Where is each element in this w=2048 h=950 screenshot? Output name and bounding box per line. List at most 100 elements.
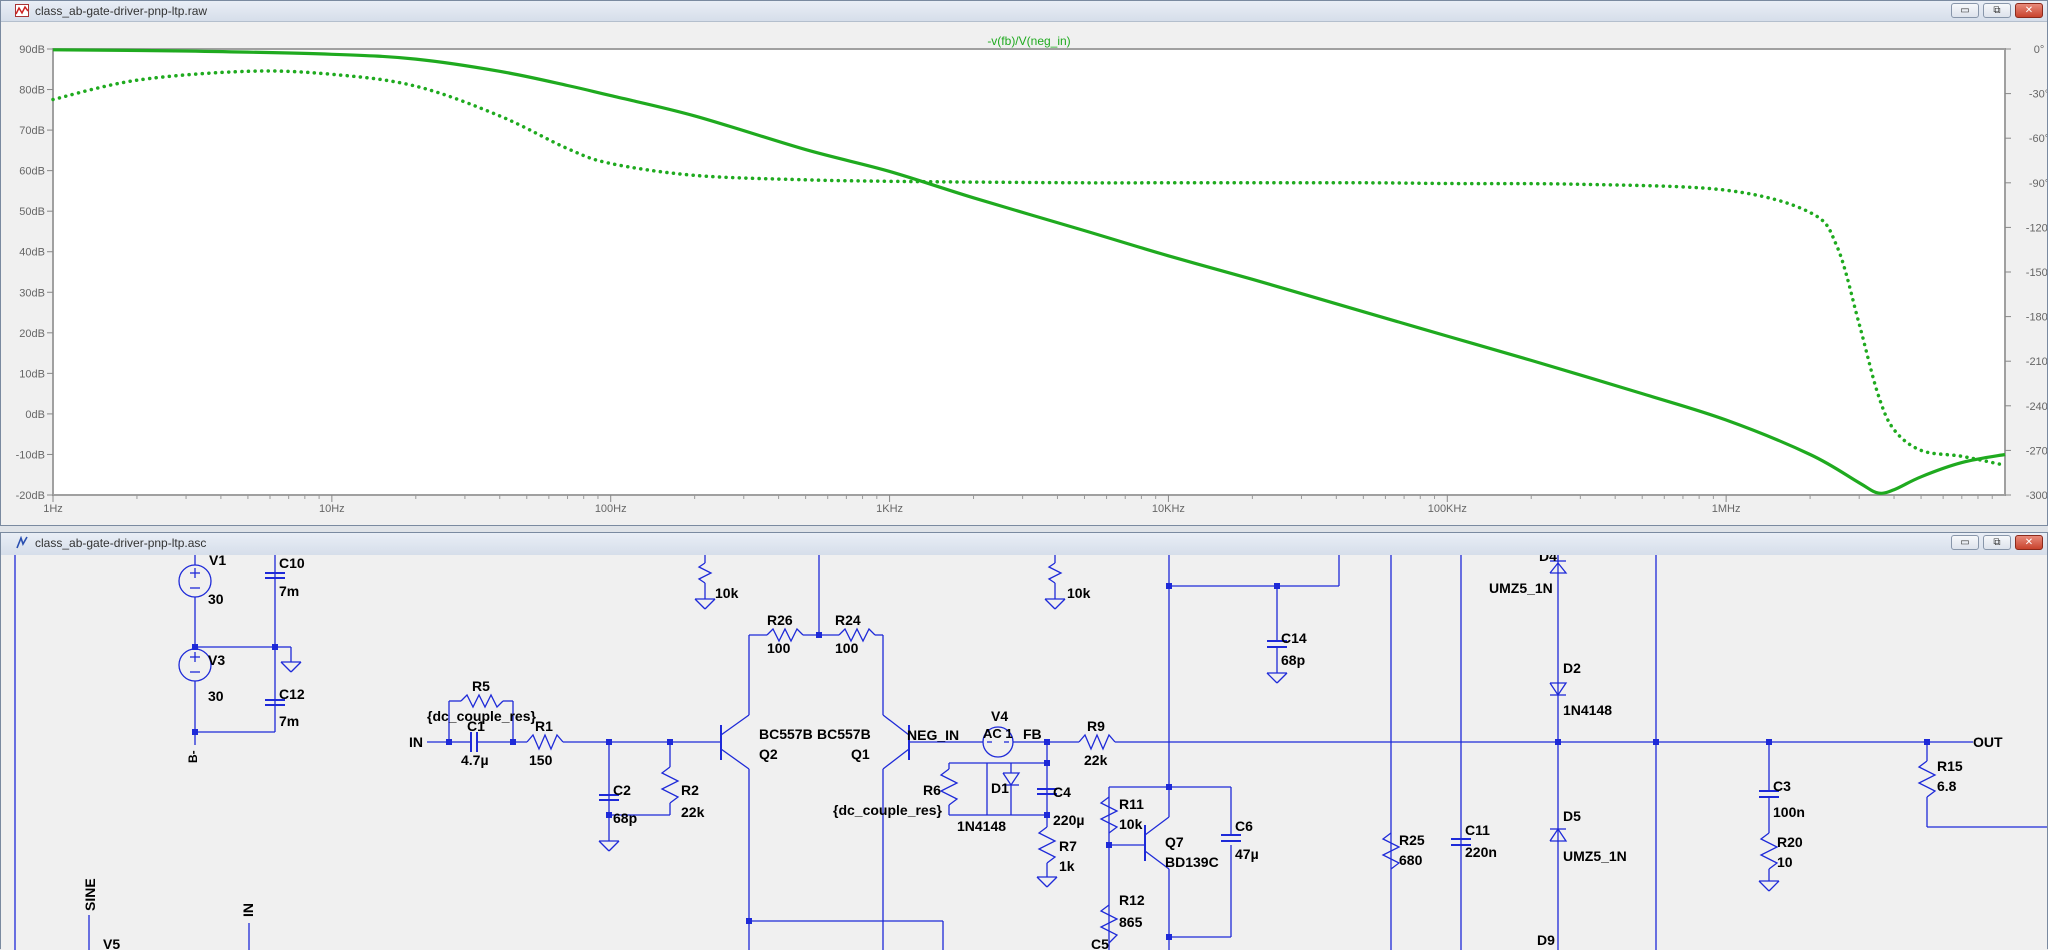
y-right-tick-label: -240° <box>2026 401 2047 413</box>
source-polarity-marks <box>190 568 1009 743</box>
label-v3: V3 <box>208 652 225 668</box>
label-out: OUT <box>1973 734 2003 750</box>
y-right-tick-label: -60° <box>2029 133 2047 145</box>
label-r24: R24 <box>835 612 861 628</box>
y-right-tick-label: -30° <box>2029 89 2047 101</box>
label-sine: SINE <box>82 878 98 911</box>
x-tick-label: 100KHz <box>1428 503 1467 515</box>
label-v4: V4 <box>991 708 1008 724</box>
label-c4-value: 220µ <box>1053 812 1084 828</box>
y-right-tick-label: -300° <box>2026 490 2047 502</box>
label-neg-in: NEG_IN <box>907 727 959 743</box>
label-q1: Q1 <box>851 746 870 762</box>
label-r7-value: 1k <box>1059 858 1075 874</box>
y-left-axis: 90dB80dB70dB60dB50dB40dB30dB20dB10dB0dB-… <box>16 44 53 502</box>
bode-plot[interactable]: -v(fb)/V(neg_in) 90dB80dB70dB60dB50dB40d… <box>1 21 2047 525</box>
close-button[interactable]: ✕ <box>2015 3 2043 18</box>
label-r11: R11 <box>1119 796 1144 812</box>
label-c12: C12 <box>279 686 305 702</box>
label-q2: Q2 <box>759 746 778 762</box>
y-right-tick-label: -180° <box>2026 312 2047 324</box>
y-left-tick-label: 20dB <box>19 328 45 340</box>
y-left-tick-label: 90dB <box>19 44 45 56</box>
label-v5: V5 <box>103 936 120 950</box>
label-c1: C1 <box>467 718 485 734</box>
waveform-app-icon <box>15 4 29 17</box>
label-r24-value: 100 <box>835 640 859 656</box>
waveform-window: class_ab-gate-driver-pnp-ltp.raw ▭ ⧉ ✕ -… <box>0 0 2048 526</box>
label-c1-value: 4.7µ <box>461 752 489 768</box>
label-r12: R12 <box>1119 892 1145 908</box>
label-r2: R2 <box>681 782 699 798</box>
label-c6-value: 47µ <box>1235 846 1259 862</box>
y-right-tick-label: 0° <box>2034 44 2045 56</box>
minimize-button[interactable]: ▭ <box>1951 3 1979 18</box>
restore-button[interactable]: ⧉ <box>1983 3 2011 18</box>
label-c10: C10 <box>279 555 305 571</box>
x-tick-label: 1KHz <box>876 503 903 515</box>
label-in: IN <box>409 734 423 750</box>
label-r26: R26 <box>767 612 793 628</box>
label-r20: R20 <box>1777 834 1803 850</box>
schematic-titlebar[interactable]: class_ab-gate-driver-pnp-ltp.asc ▭ ⧉ ✕ <box>1 533 2047 556</box>
label-10k-right: 10k <box>1067 585 1091 601</box>
label-d9: D9 <box>1537 932 1555 948</box>
y-left-tick-label: 30dB <box>19 287 45 299</box>
x-tick-label: 1MHz <box>1712 503 1741 515</box>
junction-dots <box>192 583 1930 940</box>
label-c3: C3 <box>1773 778 1791 794</box>
label-r6: R6 <box>923 782 941 798</box>
label-r9-value: 22k <box>1084 752 1108 768</box>
close-button[interactable]: ✕ <box>2015 535 2043 550</box>
label-r5-value: {dc_couple_res} <box>427 708 536 724</box>
label-c14: C14 <box>1281 630 1307 646</box>
label-d5: D5 <box>1563 808 1581 824</box>
waveform-titlebar[interactable]: class_ab-gate-driver-pnp-ltp.raw ▭ ⧉ ✕ <box>1 1 2047 22</box>
label-c6: C6 <box>1235 818 1253 834</box>
label-r1: R1 <box>535 718 553 734</box>
y-left-tick-label: 40dB <box>19 247 45 259</box>
schematic-window: class_ab-gate-driver-pnp-ltp.asc ▭ ⧉ ✕ <box>0 532 2048 950</box>
magnitude-trace[interactable] <box>52 48 2006 495</box>
x-tick-label: 10KHz <box>1152 503 1185 515</box>
restore-button[interactable]: ⧉ <box>1983 535 2011 550</box>
label-r25: R25 <box>1399 832 1425 848</box>
label-v3-value: 30 <box>208 688 224 704</box>
label-q2-model: BC557B <box>759 726 813 742</box>
x-tick-label: 10Hz <box>319 503 345 515</box>
minimize-button[interactable]: ▭ <box>1951 535 1979 550</box>
label-c10-value: 7m <box>279 583 299 599</box>
label-d5-value: UMZ5_1N <box>1563 848 1627 864</box>
component-labels: V1 30 V3 30 B- C10 7m C12 7m R5 {dc_coup… <box>82 555 2003 950</box>
wires <box>14 555 2047 950</box>
label-r1-value: 150 <box>529 752 553 768</box>
x-tick-label: 100Hz <box>595 503 627 515</box>
label-r15: R15 <box>1937 758 1963 774</box>
label-in-net: IN <box>240 903 256 917</box>
y-right-tick-label: -90° <box>2029 178 2047 190</box>
y-right-tick-label: -120° <box>2026 222 2047 234</box>
label-c3-value: 100n <box>1773 804 1805 820</box>
label-r12-value: 865 <box>1119 914 1143 930</box>
label-b-minus: B- <box>186 750 200 763</box>
x-tick-label: 1Hz <box>43 503 63 515</box>
label-d2: D2 <box>1563 660 1581 676</box>
label-r6-value: {dc_couple_res} <box>833 802 942 818</box>
y-left-tick-label: -20dB <box>16 490 45 502</box>
label-r15-value: 6.8 <box>1937 778 1957 794</box>
schematic-canvas[interactable]: V1 30 V3 30 B- C10 7m C12 7m R5 {dc_coup… <box>1 555 2047 950</box>
plot-area[interactable] <box>52 48 2006 496</box>
schematic-window-title: class_ab-gate-driver-pnp-ltp.asc <box>35 536 207 550</box>
trace-name-label[interactable]: -v(fb)/V(neg_in) <box>987 34 1070 48</box>
y-left-tick-label: 80dB <box>19 85 45 97</box>
label-c5: C5 <box>1091 936 1109 950</box>
label-c14-value: 68p <box>1281 652 1305 668</box>
y-right-axis: 0°-30°-60°-90°-120°-150°-180°-210°-240°-… <box>2005 44 2047 502</box>
label-r20-value: 10 <box>1777 854 1793 870</box>
label-v1-value: 30 <box>208 591 224 607</box>
label-c11: C11 <box>1465 822 1490 838</box>
label-r7: R7 <box>1059 838 1077 854</box>
label-v1: V1 <box>209 555 226 568</box>
label-d4: D4 <box>1539 555 1557 564</box>
y-left-tick-label: 50dB <box>19 206 45 218</box>
